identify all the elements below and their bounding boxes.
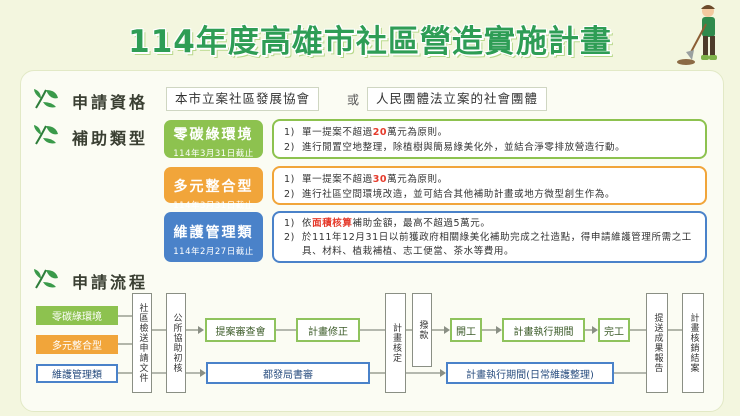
flow-start-maintenance: 維護管理類 (36, 364, 118, 383)
flow-step-close: 計畫核銷結案 (682, 293, 704, 393)
flow-step-allocate: 撥款 (412, 293, 432, 367)
leaf-icon (34, 89, 58, 109)
type-description-zero-carbon: 1) 單一提案不超過20萬元為原則。 2) 進行閒置空地整理，除植樹與簡易綠美化… (272, 119, 707, 159)
flow-start-zero-carbon: 零碳綠環境 (36, 306, 118, 325)
flow-step-report: 提送成果報告 (646, 293, 668, 393)
section-process-label: 申請流程 (72, 273, 149, 292)
type-name: 多元整合型 (173, 179, 254, 195)
description-line: 1) 單一提案不超過20萬元為原則。 (284, 127, 448, 138)
type-name: 零碳綠環境 (173, 127, 254, 143)
page-title: 114年度高雄市社區營造實施計畫 (128, 24, 612, 60)
description-line: 2) 進行社區空間環境改造，並可結合其他補助計畫或地方微型創生作為。 (284, 189, 616, 200)
type-deadline: 114年2月27日截止 (173, 247, 254, 257)
flow-step-complete: 完工 (598, 318, 630, 342)
type-card-zero-carbon: 零碳綠環境 114年3月31日截止 (164, 120, 263, 159)
section-types-label: 補助類型 (72, 129, 149, 148)
flow-step-start-work: 開工 (450, 318, 482, 342)
description-line: 1) 單一提案不超過30萬元為原則。 (284, 174, 448, 185)
flow-step-approve: 計畫核定 (385, 293, 406, 393)
gardener-illustration (677, 5, 717, 65)
type-description-maintenance: 1) 依面積核算補助金額，最高不超過5萬元。 2) 於111年12月31日以前獲… (272, 211, 707, 263)
type-name: 維護管理類 (173, 225, 254, 241)
flow-step-review: 提案審查會 (205, 318, 276, 342)
flow-step-district: 公所協助初核 (166, 293, 186, 393)
leaf-icon (34, 125, 58, 145)
eligibility-or: 或 (347, 93, 360, 107)
description-line: 1) 依面積核算補助金額，最高不超過5萬元。 (284, 218, 491, 229)
type-deadline: 114年3月31日截止 (173, 149, 254, 159)
flow-step-revise: 計畫修正 (296, 318, 360, 342)
description-line: 2) 於111年12月31日以前獲政府相關綠美化補助完成之社造點，得申請維護管理… (284, 232, 692, 257)
eligibility-option-2: 人民團體法立案的社會團體 (367, 87, 548, 111)
flow-start-integrated: 多元整合型 (36, 335, 118, 354)
type-description-integrated: 1) 單一提案不超過30萬元為原則。 2) 進行社區空間環境改造，並可結合其他補… (272, 166, 707, 205)
section-eligibility-label: 申請資格 (72, 93, 149, 112)
eligibility-option-1: 本市立案社區發展協會 (166, 87, 320, 111)
flow-step-maintain: 計畫執行期間(日常維護整理) (446, 362, 614, 384)
flow-step-execute: 計畫執行期間 (502, 318, 585, 342)
flow-step-submit: 社區檢送申請文件 (132, 293, 152, 393)
description-line: 2) 進行閒置空地整理，除植樹與簡易綠美化外，並結合淨零排放營造行動。 (284, 142, 626, 153)
flow-step-bureau-review: 都發局書審 (206, 362, 370, 384)
leaf-icon (34, 269, 58, 289)
type-card-integrated: 多元整合型 114年3月31日截止 (164, 167, 263, 211)
type-card-maintenance: 維護管理類 114年2月27日截止 (164, 212, 263, 262)
type-deadline: 114年3月31日截止 (173, 201, 254, 211)
